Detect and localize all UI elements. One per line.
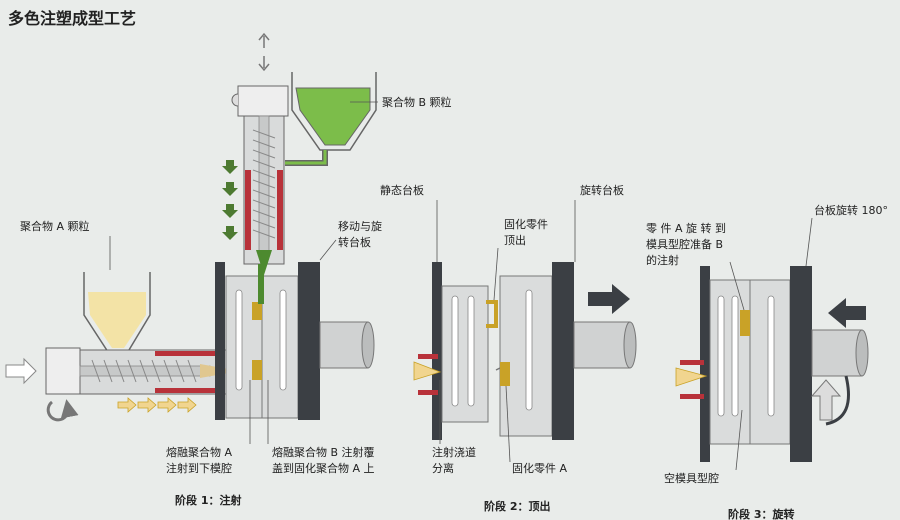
stage-2-ejection	[413, 262, 637, 440]
rotate-arrow	[810, 379, 842, 421]
label-solid-eject-2: 顶出	[504, 233, 526, 247]
label-platen-rotate: 台板旋转 180°	[814, 203, 888, 217]
label-inject-b-1: 熔融聚合物 B 注射覆	[272, 445, 375, 459]
motor-a	[45, 347, 81, 422]
label-solid-part-a: 固化零件 A	[512, 461, 567, 475]
stage-3-caption: 阶段 3：旋转	[728, 507, 794, 520]
move-left-arrow	[828, 298, 866, 328]
vertical-move-arrows	[258, 32, 270, 72]
label-inject-b-2: 盖到固化聚合物 A 上	[272, 461, 375, 475]
motor-b	[231, 85, 289, 117]
hopper-b	[285, 72, 377, 166]
label-part-a-rotate-1: 零 件 A 旋 转 到	[646, 221, 726, 235]
label-moving-platen-1: 移动与旋	[338, 219, 382, 233]
hopper-a	[83, 272, 151, 356]
label-empty-cavity: 空模具型腔	[664, 471, 719, 485]
move-right-arrow	[588, 284, 630, 314]
stage-1-injection	[5, 32, 377, 422]
label-solid-eject-1: 固化零件	[504, 217, 548, 231]
label-rotating-platen: 旋转台板	[580, 183, 624, 197]
label-static-platen: 静态台板	[380, 183, 424, 197]
yellow-flow-arrows	[117, 397, 197, 413]
label-runner-sep-2: 分离	[432, 461, 454, 475]
label-inject-a-2: 注射到下模腔	[166, 461, 232, 475]
label-polymer-a: 聚合物 A 颗粒	[20, 219, 90, 233]
input-arrow-a	[5, 357, 37, 385]
page-title: 多色注塑成型工艺	[8, 9, 136, 28]
barrel-b	[243, 115, 285, 275]
stage-1-caption: 阶段 1：注射	[175, 493, 241, 507]
stage-2-caption: 阶段 2：顶出	[484, 499, 550, 513]
stage-1-mold	[215, 262, 375, 420]
stage-3-rotation	[675, 266, 869, 462]
label-part-a-rotate-3: 的注射	[646, 253, 679, 267]
label-inject-a-1: 熔融聚合物 A	[166, 445, 232, 459]
green-down-arrows	[222, 160, 238, 240]
label-runner-sep-1: 注射浇道	[432, 445, 476, 459]
label-part-a-rotate-2: 模具型腔准备 B	[646, 237, 723, 251]
label-polymer-b: 聚合物 B 颗粒	[382, 95, 452, 109]
label-moving-platen-2: 转台板	[338, 235, 371, 249]
